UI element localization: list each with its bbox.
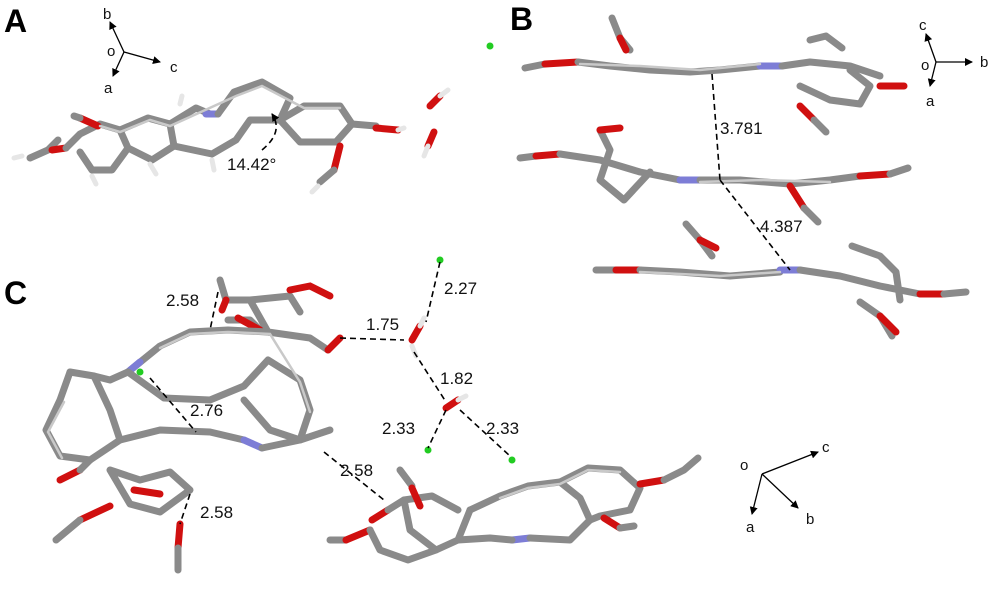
panel-b: B c o b a	[510, 1, 988, 340]
offset-distance-label: 4.387	[760, 217, 803, 236]
axis-label-b: b	[103, 6, 111, 23]
hbond-distance-label: 1.82	[440, 369, 473, 388]
axis-label-o: o	[107, 43, 115, 60]
torsion-angle-label: 14.42°	[227, 155, 276, 174]
axis-label-c: c	[822, 439, 830, 456]
panel-b-layer-top	[521, 14, 908, 136]
axis-label-b: b	[806, 511, 814, 528]
panel-a-axis-triad: b o c a	[103, 6, 178, 97]
panel-b-label: B	[510, 1, 533, 37]
contact-distance-label: 2.58	[340, 461, 373, 480]
panel-c-axis-triad: o c a b	[740, 439, 830, 536]
panel-b-layer-bottom	[592, 220, 970, 340]
panel-a-molecule	[11, 42, 494, 195]
axis-label-o: o	[921, 57, 929, 74]
contact-distance-label: 2.58	[166, 291, 199, 310]
pi-stack-distance-label: 3.781	[720, 119, 763, 138]
axis-label-a: a	[746, 519, 755, 536]
axis-label-c: c	[919, 17, 927, 34]
hbond-distance-label: 2.33	[382, 419, 415, 438]
axis-label-a: a	[104, 80, 113, 97]
axis-label-a: a	[926, 93, 935, 110]
contact-distance-label: 2.76	[190, 401, 223, 420]
contact-distance-label: 2.58	[200, 503, 233, 522]
panel-a-label: A	[4, 3, 27, 39]
hbond-distance-label: 1.75	[366, 315, 399, 334]
panel-c-molecule-right	[326, 454, 702, 564]
hbond-distance-label: 2.27	[444, 279, 477, 298]
panel-b-axis-triad: c o b a	[919, 17, 988, 110]
panel-b-layer-middle	[516, 124, 912, 226]
axis-label-b: b	[980, 54, 988, 71]
axis-label-c: c	[170, 59, 178, 76]
axis-label-o: o	[740, 457, 748, 474]
panel-c: C o c a b	[4, 256, 830, 574]
panel-a: A b o c a	[4, 3, 494, 195]
panel-c-label: C	[4, 275, 27, 311]
panel-c-molecule-pair-left	[42, 276, 344, 574]
hbond-distance-label: 2.33	[486, 419, 519, 438]
